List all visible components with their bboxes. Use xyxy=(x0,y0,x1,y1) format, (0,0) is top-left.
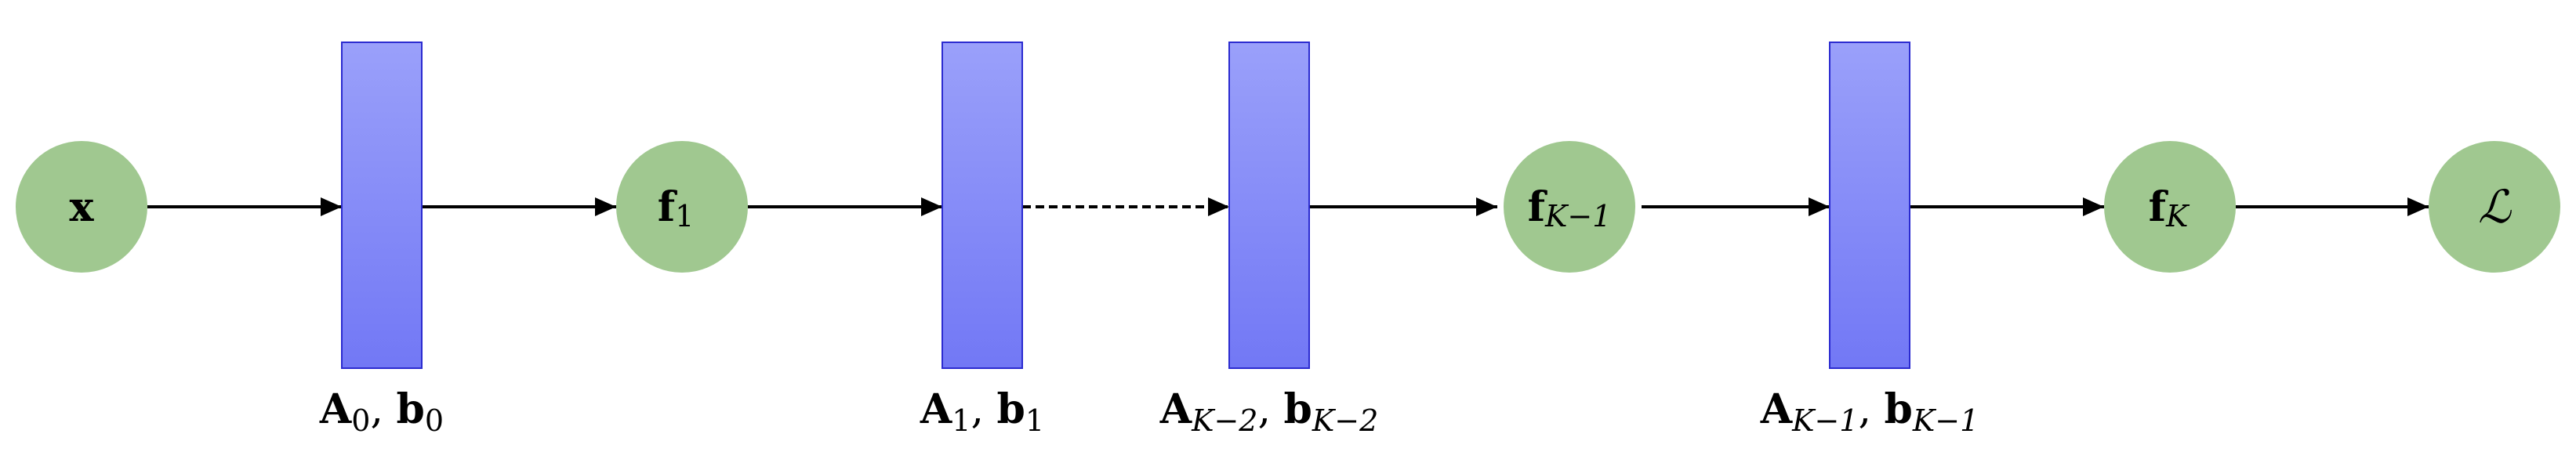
arrowhead-layer1-to-layerK-2 xyxy=(1208,197,1229,216)
layer-block-0 xyxy=(341,42,423,369)
arrowhead-fK-to-loss xyxy=(2407,197,2429,216)
node-f1 xyxy=(616,141,748,273)
layer-labels: A0, b0 A1, b1 AK−2, bK−2 AK−1, bK−1 xyxy=(319,385,1979,438)
layers xyxy=(341,42,1910,369)
node-fK-1-sub: K−1 xyxy=(1544,199,1611,233)
node-labels: x f1 fK−1 fK ℒ xyxy=(69,180,2512,233)
layer-label-K-1: AK−1, bK−1 xyxy=(1760,385,1979,438)
node-label-fK-1: fK−1 xyxy=(1528,183,1612,234)
arrowhead-f1-to-layer1 xyxy=(921,197,942,216)
arrowhead-x-to-layer0 xyxy=(321,197,342,216)
arrowhead-fK-1-to-layerK-1 xyxy=(1809,197,1830,216)
node-label-f1: f1 xyxy=(658,183,695,234)
arrowhead-layerK-1-to-fK xyxy=(2083,197,2104,216)
node-loss xyxy=(2429,141,2560,273)
layer-block-1 xyxy=(942,42,1023,369)
layer-label-0: A0, b0 xyxy=(319,385,444,438)
node-label-x: x xyxy=(69,183,94,231)
node-fK-1 xyxy=(1504,141,1635,273)
node-f1-sub: 1 xyxy=(675,199,694,233)
arrowhead-layer0-to-f1 xyxy=(595,197,616,216)
edges xyxy=(147,197,2429,216)
nodes xyxy=(16,141,2560,273)
layer-label-K-2: AK−2, bK−2 xyxy=(1159,385,1379,438)
node-fK-base: f xyxy=(2149,183,2169,231)
node-label-fK: fK xyxy=(2149,183,2190,234)
layer-block-K-2 xyxy=(1228,42,1310,369)
layer-label-1: A1, b1 xyxy=(920,385,1044,438)
node-x-base: x xyxy=(69,183,94,231)
arrowhead-layerK-2-to-fK-1 xyxy=(1476,197,1497,216)
node-fK-1-base: f xyxy=(1528,183,1548,231)
layer-block-K-1 xyxy=(1829,42,1910,369)
node-x xyxy=(16,141,147,273)
node-loss-base: ℒ xyxy=(2478,180,2512,233)
node-label-loss: ℒ xyxy=(2478,180,2512,233)
node-fK-sub: K xyxy=(2165,199,2190,233)
node-fK xyxy=(2104,141,2236,273)
node-f1-base: f xyxy=(658,183,678,231)
